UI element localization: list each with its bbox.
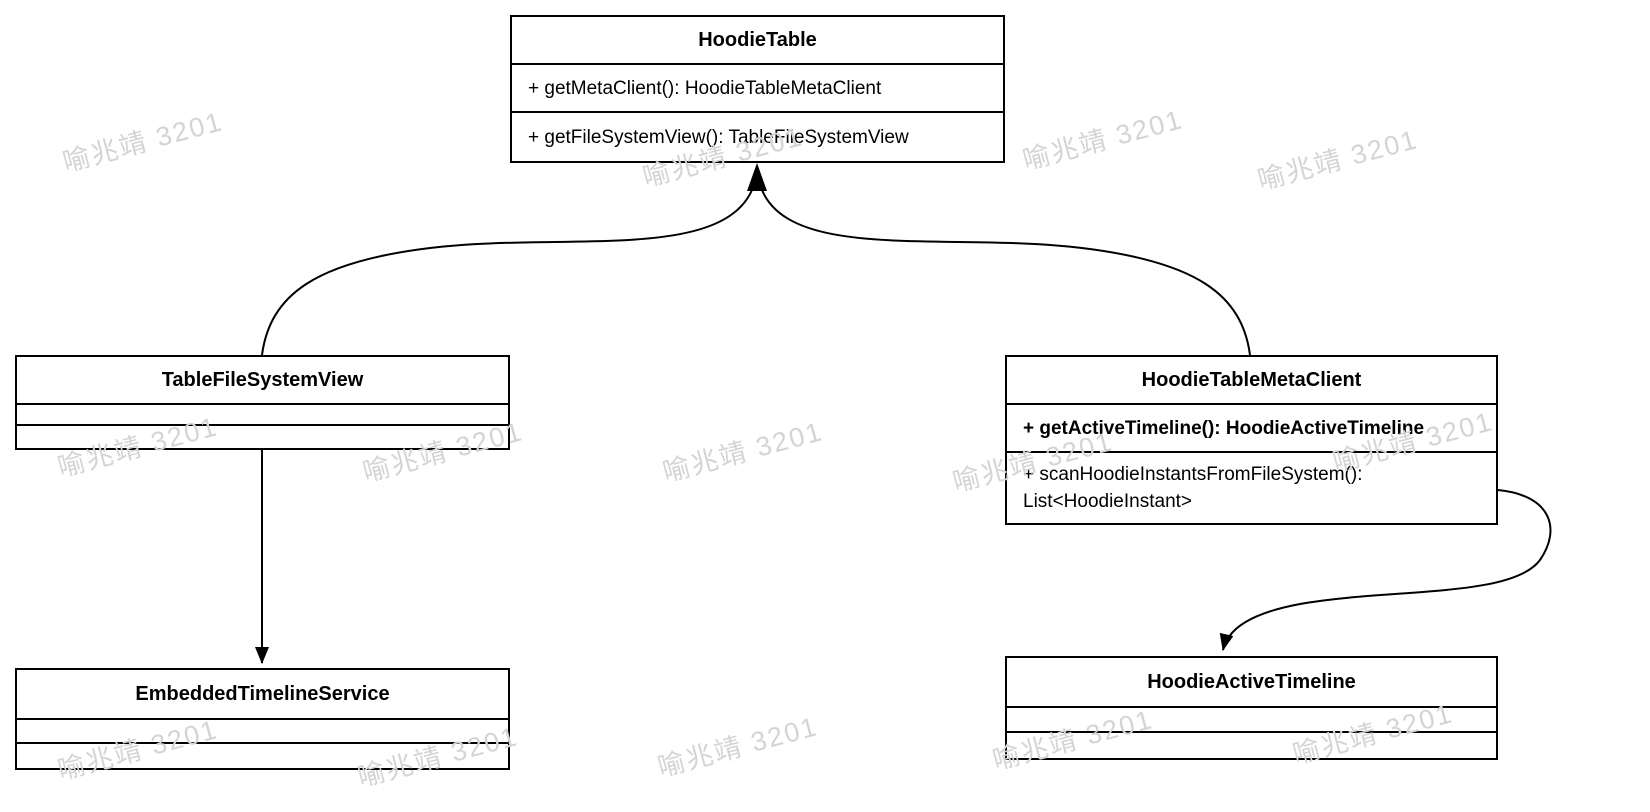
arrow-hoodietablemetaclient-to-hoodietable [761, 189, 1251, 356]
method-getfilesystemview: + getFileSystemView(): TableFileSystemVi… [528, 126, 909, 148]
class-box-hoodietablemetaclient: HoodieTableMetaClient + getActiveTimelin… [1005, 355, 1498, 525]
arrowhead-into-hoodietable [747, 163, 767, 191]
watermark-text: 喻兆靖 3201 [59, 106, 227, 178]
watermark-text: 喻兆靖 3201 [1254, 124, 1422, 196]
method-getactivetimeline: + getActiveTimeline(): HoodieActiveTimel… [1007, 405, 1496, 453]
class-box-hoodietable: HoodieTable + getMetaClient(): HoodieTab… [510, 15, 1005, 163]
empty-methods-compartment [17, 744, 508, 768]
method-getmetaclient: + getMetaClient(): HoodieTableMetaClient [512, 65, 1003, 113]
empty-attributes-compartment [17, 405, 508, 426]
class-box-embeddedtimelineservice: EmbeddedTimelineService [15, 668, 510, 770]
watermark-text: 喻兆靖 3201 [654, 711, 822, 783]
watermark-text: 喻兆靖 3201 [659, 416, 827, 488]
class-title-hoodieactivetimeline: HoodieActiveTimeline [1007, 658, 1496, 708]
class-title-hoodietable: HoodieTable [512, 17, 1003, 65]
empty-methods-compartment [1007, 733, 1496, 758]
class-title-embeddedtimelineservice: EmbeddedTimelineService [17, 670, 508, 720]
class-box-hoodieactivetimeline: HoodieActiveTimeline [1005, 656, 1498, 760]
class-box-tablefilesystemview: TableFileSystemView [15, 355, 510, 450]
watermark-text: 喻兆靖 3201 [1019, 104, 1187, 176]
empty-attributes-compartment [1007, 708, 1496, 733]
empty-attributes-compartment [17, 720, 508, 744]
arrow-tablefilesystemview-to-hoodietable [261, 189, 753, 356]
empty-methods-compartment [17, 426, 508, 448]
class-title-hoodietablemetaclient: HoodieTableMetaClient [1007, 357, 1496, 405]
method-scanhoodieinstantsfromfilesystem: + scanHoodieInstantsFromFileSystem(): Li… [1023, 464, 1363, 512]
class-title-tablefilesystemview: TableFileSystemView [17, 357, 508, 405]
